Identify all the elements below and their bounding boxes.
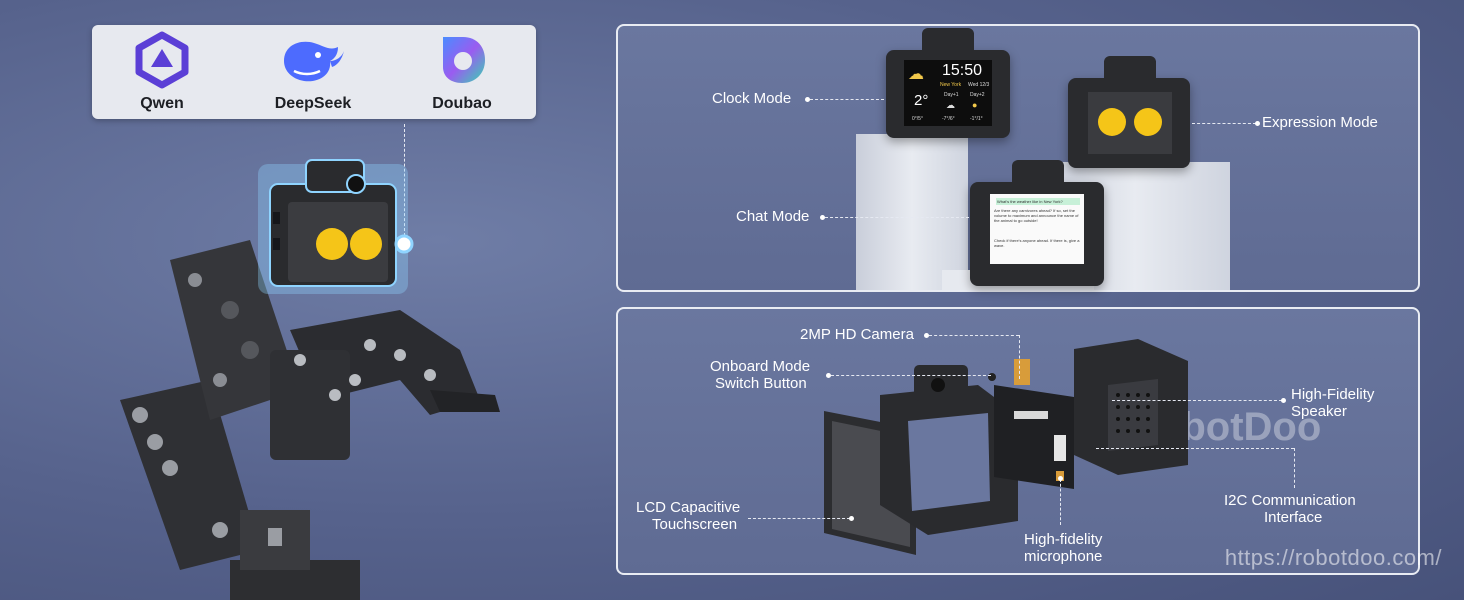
callout-line (1192, 123, 1256, 124)
right-eye (1134, 108, 1162, 136)
components-panel: RobotDoo 2MP HD Camera Onboard Mode Swi (616, 307, 1420, 575)
display-modes-panel: ☁ 15:50 New York Wed 12/3 2° Day+1 Day+2… (616, 24, 1420, 292)
callout-line (825, 217, 969, 218)
pedestal (856, 134, 968, 290)
doubao-logo-icon (443, 37, 485, 83)
clock-city: New York (940, 82, 962, 88)
callout-line (1294, 448, 1295, 488)
clock-time: 15:50 (942, 62, 983, 79)
ai-model-doubao: Doubao (402, 31, 522, 113)
chat-answer: Check if there's anyone ahead. If there … (994, 238, 1080, 248)
mic-label-line2: microphone (1024, 548, 1103, 565)
ai-model-label: Qwen (140, 95, 184, 112)
callout-dot (1058, 476, 1063, 481)
i2c-label-line1: I2C Communication (1224, 492, 1356, 509)
callout-dot (826, 373, 831, 378)
chat-question: What's the weather like in New York? (996, 198, 1080, 205)
callout-line (1060, 479, 1061, 525)
clock-day1-range: -7°/6° (942, 116, 955, 122)
callout-dot (805, 97, 810, 102)
weather-cloud-icon: ☁ (908, 66, 924, 83)
callout-line (810, 99, 884, 100)
camera-housing (1104, 56, 1156, 80)
callout-line (929, 335, 1019, 336)
callout-line (1019, 335, 1020, 379)
clock-day2: Day+2 (970, 92, 985, 98)
switch-label-line2: Switch Button (715, 375, 807, 392)
camera-label: 2MP HD Camera (800, 326, 914, 343)
callout-dot (924, 333, 929, 338)
expression-screen (1088, 92, 1172, 154)
deepseek-whale-icon (284, 41, 344, 82)
callout-line (1112, 400, 1282, 401)
chat-mode-device: What's the weather like in New York? Are… (970, 160, 1104, 286)
camera-housing (922, 28, 974, 52)
clock-day2-range: -1°/1° (970, 116, 983, 122)
chat-mode-label: Chat Mode (736, 208, 810, 225)
snow-icon: ☁ (946, 100, 955, 110)
ai-model-qwen: Qwen (102, 31, 222, 113)
ai-model-label: Doubao (432, 95, 492, 112)
clock-temp-range: 0°/5° (912, 116, 923, 122)
callout-dot (1255, 121, 1260, 126)
exploded-module-illustration (824, 339, 1188, 555)
speaker-label-line1: High-Fidelity (1291, 386, 1375, 403)
camera-housing (1012, 160, 1064, 184)
callout-line (748, 518, 850, 519)
ai-model-label: DeepSeek (274, 95, 352, 112)
callout-line (831, 375, 991, 376)
chat-answer: Are there any carnivores ahead? If so, s… (994, 208, 1079, 223)
callout-dot (849, 516, 854, 521)
robot-arm-illustration (120, 159, 500, 600)
left-eye (1098, 108, 1126, 136)
clock-day1: Day+1 (944, 92, 959, 98)
clock-mode-device: ☁ 15:50 New York Wed 12/3 2° Day+1 Day+2… (886, 28, 1010, 138)
clock-temp: 2° (914, 92, 929, 109)
switch-label-line1: Onboard Mode (710, 358, 811, 375)
callout-dot (820, 215, 825, 220)
speaker-label-line2: Speaker (1291, 403, 1347, 420)
callout-dot (1281, 398, 1286, 403)
website-url: https://robotdoo.com/ (1224, 545, 1442, 570)
callout-line (1096, 448, 1294, 449)
ai-model-deepseek: DeepSeek (253, 31, 373, 113)
clock-mode-label: Clock Mode (712, 90, 792, 107)
clock-screen: ☁ 15:50 New York Wed 12/3 2° Day+1 Day+2… (904, 60, 992, 126)
expression-mode-label: Expression Mode (1262, 114, 1378, 131)
lcd-label-line1: LCD Capacitive (636, 499, 741, 516)
mic-label-line1: High-fidelity (1024, 531, 1103, 548)
sun-icon: ● (972, 100, 978, 110)
lcd-label-line2: Touchscreen (652, 516, 738, 533)
ai-models-card: Qwen DeepSeek Doubao (92, 25, 536, 119)
i2c-label-line2: Interface (1264, 509, 1323, 526)
chat-screen: What's the weather like in New York? Are… (990, 194, 1084, 264)
qwen-logo-icon (135, 31, 189, 89)
expression-mode-device (1068, 56, 1190, 168)
clock-date: Wed 12/3 (968, 82, 990, 88)
connector-line (404, 124, 405, 236)
